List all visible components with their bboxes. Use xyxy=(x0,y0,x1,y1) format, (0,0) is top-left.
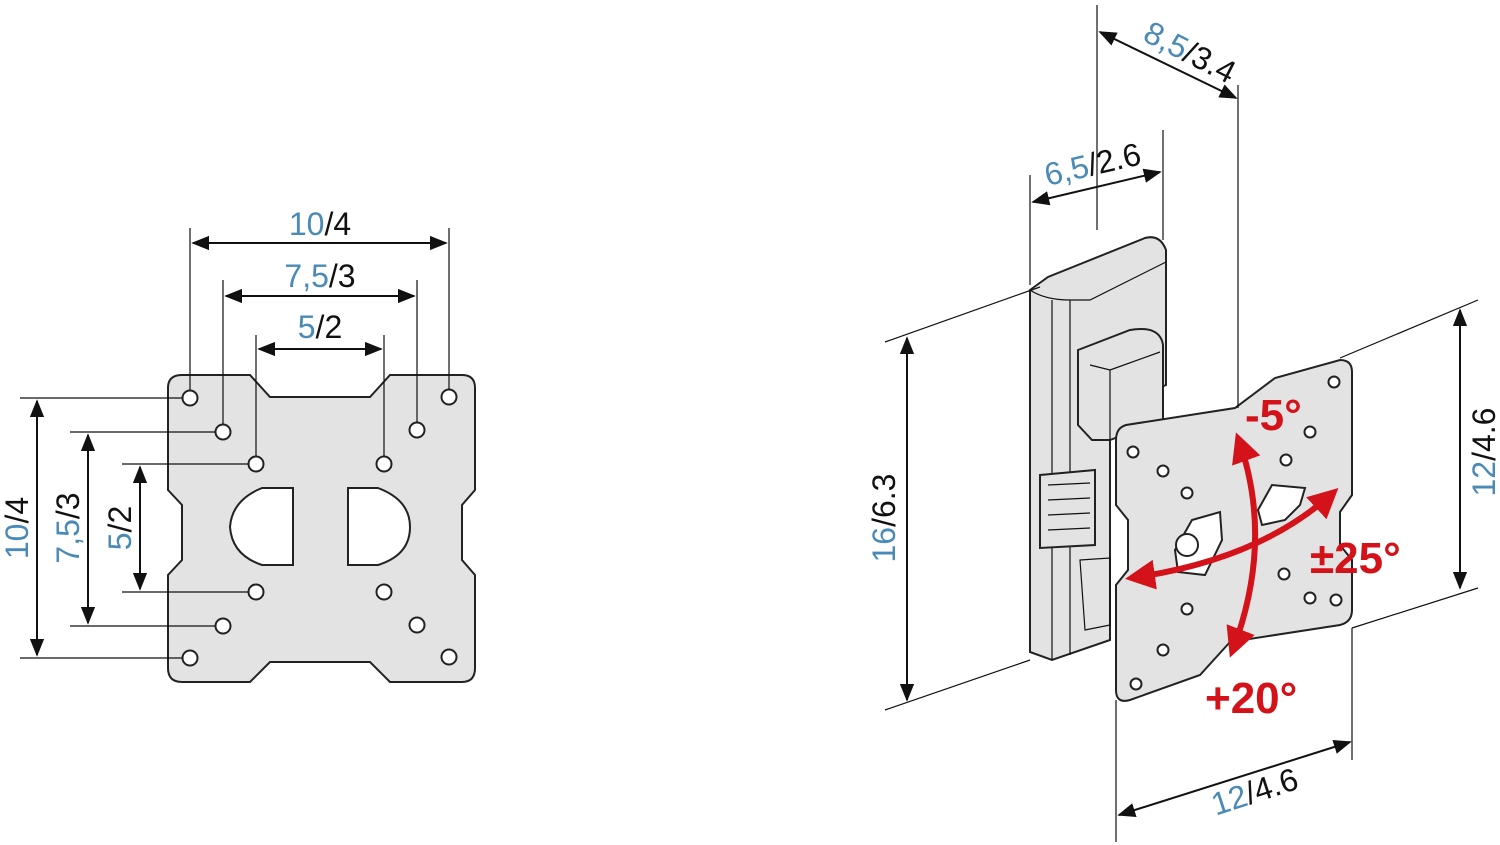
hole xyxy=(181,389,199,407)
hole xyxy=(440,388,458,406)
vesa-plate xyxy=(167,374,476,683)
width-mid-label: 7,5/3 xyxy=(284,258,355,294)
hole xyxy=(408,421,426,439)
hole xyxy=(375,455,393,473)
mount-hinge xyxy=(1039,468,1096,550)
width-outer-label: 10/4 xyxy=(289,206,351,242)
hole xyxy=(181,649,199,667)
plate-width-label: 12/4.6 xyxy=(1207,761,1303,823)
plate-height-label: 12/4.6 xyxy=(1466,408,1500,497)
height-mid-label: 7,5/3 xyxy=(50,492,86,563)
vesa-plate-drawing: 10/4 7,5/3 5/2 10/4 7,5/3 5/2 xyxy=(0,206,476,683)
plate-cutout-right xyxy=(347,487,412,566)
hole xyxy=(247,455,265,473)
tilt-up-label: -5° xyxy=(1245,391,1302,440)
wall-mount-drawing: 8,5/3.4 6,5/2.6 16/6.3 12/4.6 12/4.6 -5°… xyxy=(866,5,1500,842)
hole xyxy=(214,423,232,441)
swivel-arrow xyxy=(1125,487,1339,590)
hole xyxy=(247,583,265,601)
width-inner-label: 5/2 xyxy=(298,309,342,345)
tilt-down-label: +20° xyxy=(1205,674,1297,723)
mount-plate-holes xyxy=(1126,375,1343,691)
mounting-holes xyxy=(181,388,458,667)
dim-line-depth-max xyxy=(1098,31,1238,99)
depth-max-label: 8,5/3.4 xyxy=(1138,14,1242,91)
plate-cutout-left xyxy=(228,487,294,566)
swivel-label: ±25° xyxy=(1310,534,1401,583)
mount-knob xyxy=(1175,533,1199,557)
hole xyxy=(214,617,232,635)
hole xyxy=(375,583,393,601)
dim-line-plate-width xyxy=(1117,740,1352,817)
bracket-height-label: 16/6.3 xyxy=(866,474,902,563)
mount-arm xyxy=(1077,328,1164,441)
height-outer-label: 10/4 xyxy=(0,497,35,559)
hole xyxy=(440,648,458,666)
height-inner-label: 5/2 xyxy=(102,506,138,550)
dim-line-depth-min xyxy=(1031,168,1162,206)
hole xyxy=(408,616,426,634)
depth-min-label: 6,5/2.6 xyxy=(1041,136,1144,193)
